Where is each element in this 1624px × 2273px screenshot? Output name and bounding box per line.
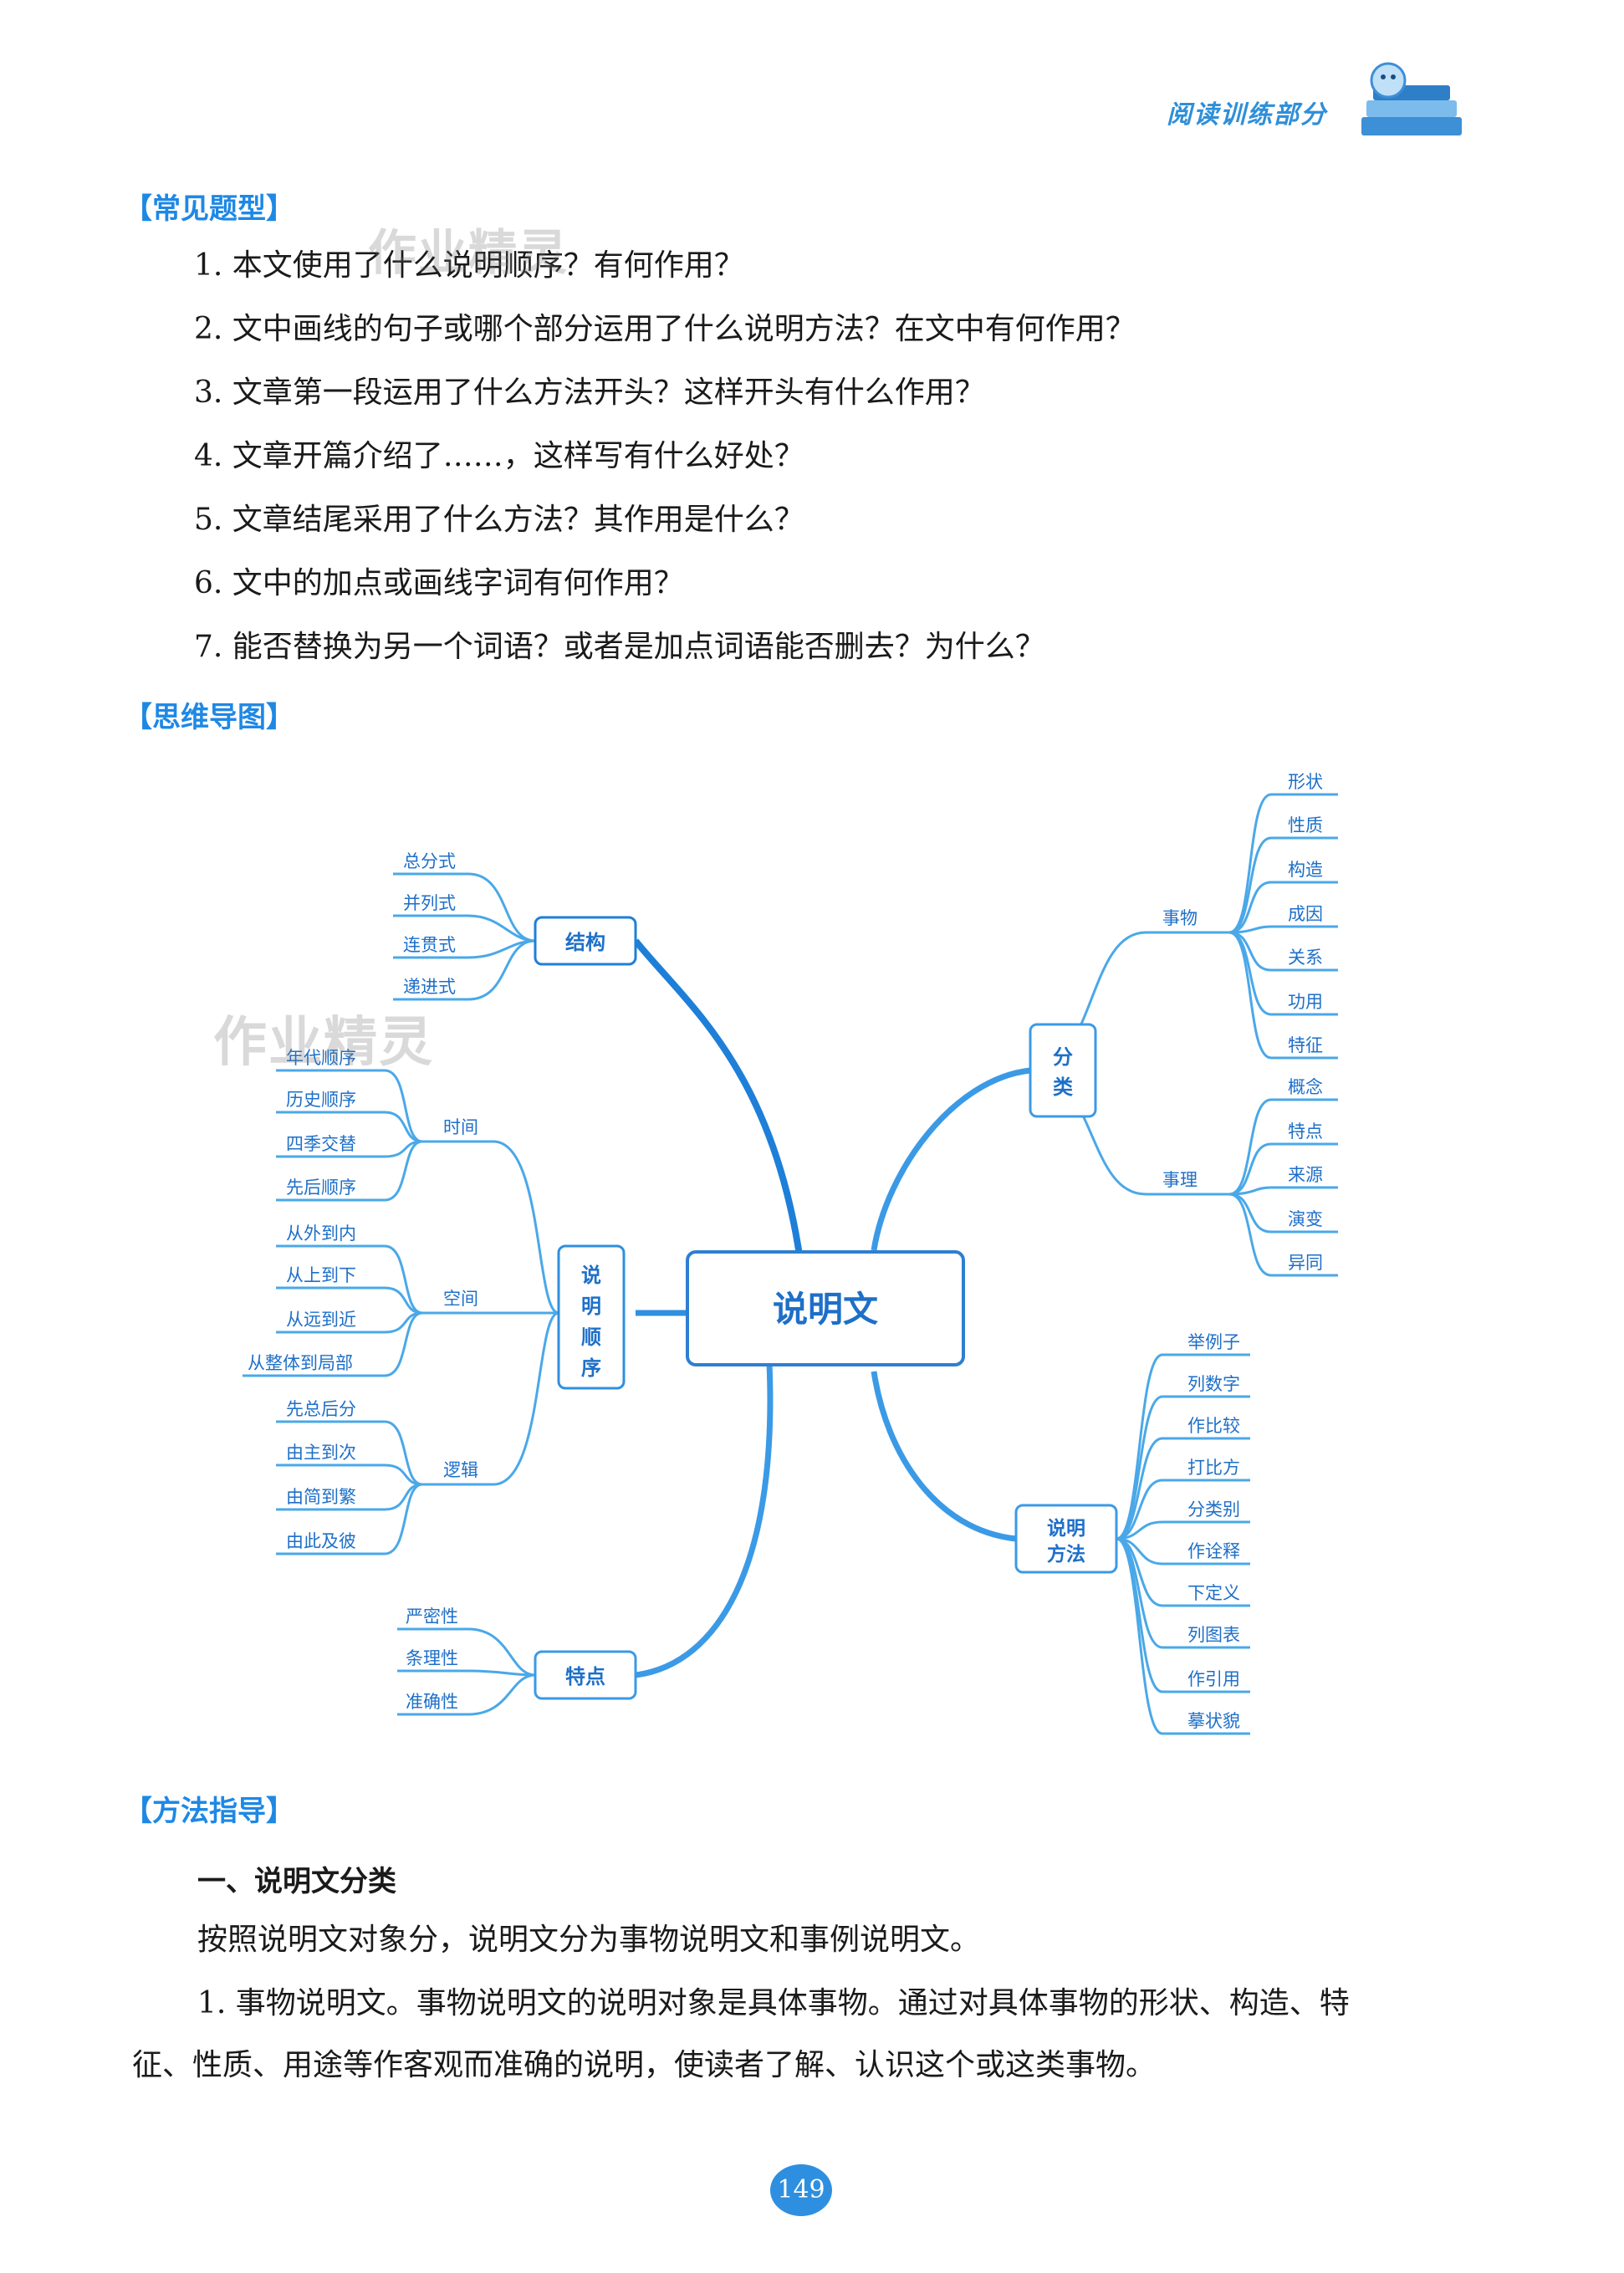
methods-label-line: 方法 bbox=[1047, 1543, 1085, 1566]
space-item: 从整体到局部 bbox=[248, 1353, 353, 1373]
classification-label-char: 分 bbox=[1053, 1045, 1073, 1069]
method-item: 作比较 bbox=[1187, 1416, 1240, 1436]
method-item: 分类别 bbox=[1187, 1499, 1240, 1520]
method-item: 列图表 bbox=[1187, 1625, 1240, 1645]
method-item: 作诠释 bbox=[1187, 1541, 1240, 1561]
reason-item: 演变 bbox=[1288, 1209, 1323, 1229]
time-item: 先后顺序 bbox=[286, 1177, 356, 1198]
branch-features bbox=[636, 1363, 770, 1675]
order-logic-label: 逻辑 bbox=[443, 1460, 478, 1480]
classification-node bbox=[1030, 1024, 1095, 1116]
space-item: 从上到下 bbox=[286, 1265, 356, 1285]
features-item: 条理性 bbox=[406, 1648, 458, 1668]
features-label: 特点 bbox=[565, 1665, 605, 1688]
method-item: 列数字 bbox=[1187, 1374, 1240, 1394]
branch-methods bbox=[874, 1371, 1016, 1539]
structure-item: 总分式 bbox=[403, 851, 456, 871]
subheading: 一、说明文分类 bbox=[197, 1858, 396, 1899]
logic-item: 先总后分 bbox=[286, 1399, 356, 1419]
method-item: 摹状貌 bbox=[1187, 1711, 1240, 1731]
thing-item: 形状 bbox=[1288, 772, 1323, 792]
center-node-label: 说明文 bbox=[773, 1289, 878, 1330]
order-time-label: 时间 bbox=[443, 1117, 478, 1137]
method-item: 打比方 bbox=[1187, 1458, 1240, 1478]
method-item: 作引用 bbox=[1187, 1669, 1240, 1689]
reason-item: 来源 bbox=[1288, 1165, 1323, 1185]
method-item: 举例子 bbox=[1187, 1332, 1240, 1352]
structure-item: 并列式 bbox=[403, 893, 456, 913]
order-label-char: 序 bbox=[581, 1356, 601, 1380]
time-item: 历史顺序 bbox=[286, 1090, 356, 1110]
methods-label-line: 说明 bbox=[1047, 1517, 1085, 1540]
branch-structure bbox=[636, 941, 803, 1280]
thing-item: 关系 bbox=[1288, 948, 1323, 968]
time-item: 四季交替 bbox=[286, 1134, 356, 1154]
space-item: 从外到内 bbox=[286, 1223, 356, 1244]
thing-item: 功用 bbox=[1288, 992, 1323, 1012]
section-heading-method-guide: 【方法指导】 bbox=[124, 1788, 294, 1829]
paragraph: 征、性质、用途等作客观而准确的说明，使读者了解、认识这个或这类事物。 bbox=[132, 2041, 1156, 2084]
page-number: 149 bbox=[770, 2164, 832, 2216]
order-label-char: 顺 bbox=[581, 1325, 601, 1349]
thing-item: 构造 bbox=[1288, 860, 1323, 880]
method-item: 下定义 bbox=[1187, 1583, 1240, 1603]
logic-item: 由此及彼 bbox=[286, 1531, 356, 1551]
reason-item: 特点 bbox=[1288, 1121, 1323, 1142]
structure-item: 递进式 bbox=[403, 977, 456, 997]
structure-item: 连贯式 bbox=[403, 935, 456, 955]
structure-label: 结构 bbox=[565, 931, 605, 954]
order-label-char: 明 bbox=[581, 1295, 601, 1318]
paragraph: 按照说明文对象分，说明文分为事物说明文和事例说明文。 bbox=[197, 1915, 980, 1959]
thing-item: 特征 bbox=[1288, 1035, 1323, 1055]
thing-item: 性质 bbox=[1288, 815, 1323, 835]
watermark: 作业精灵 bbox=[368, 213, 569, 283]
features-item: 准确性 bbox=[406, 1692, 458, 1712]
order-space-label: 空间 bbox=[443, 1289, 478, 1309]
thing-item: 成因 bbox=[1288, 904, 1323, 924]
reason-label: 事理 bbox=[1162, 1170, 1198, 1190]
order-label-char: 说 bbox=[581, 1264, 601, 1287]
logic-item: 由简到繁 bbox=[286, 1487, 356, 1507]
logic-item: 由主到次 bbox=[286, 1443, 356, 1463]
watermark: 作业精灵 bbox=[213, 999, 434, 1076]
thing-label: 事物 bbox=[1162, 908, 1198, 928]
reason-item: 概念 bbox=[1288, 1077, 1323, 1097]
space-item: 从远到近 bbox=[286, 1310, 356, 1330]
features-item: 严密性 bbox=[406, 1606, 458, 1627]
reason-item: 异同 bbox=[1288, 1253, 1323, 1273]
classification-label-char: 类 bbox=[1053, 1075, 1074, 1099]
branch-class bbox=[874, 1070, 1030, 1250]
paragraph: 1. 事物说明文。事物说明文的说明对象是具体事物。通过对具体事物的形状、构造、特 bbox=[197, 1979, 1350, 2022]
